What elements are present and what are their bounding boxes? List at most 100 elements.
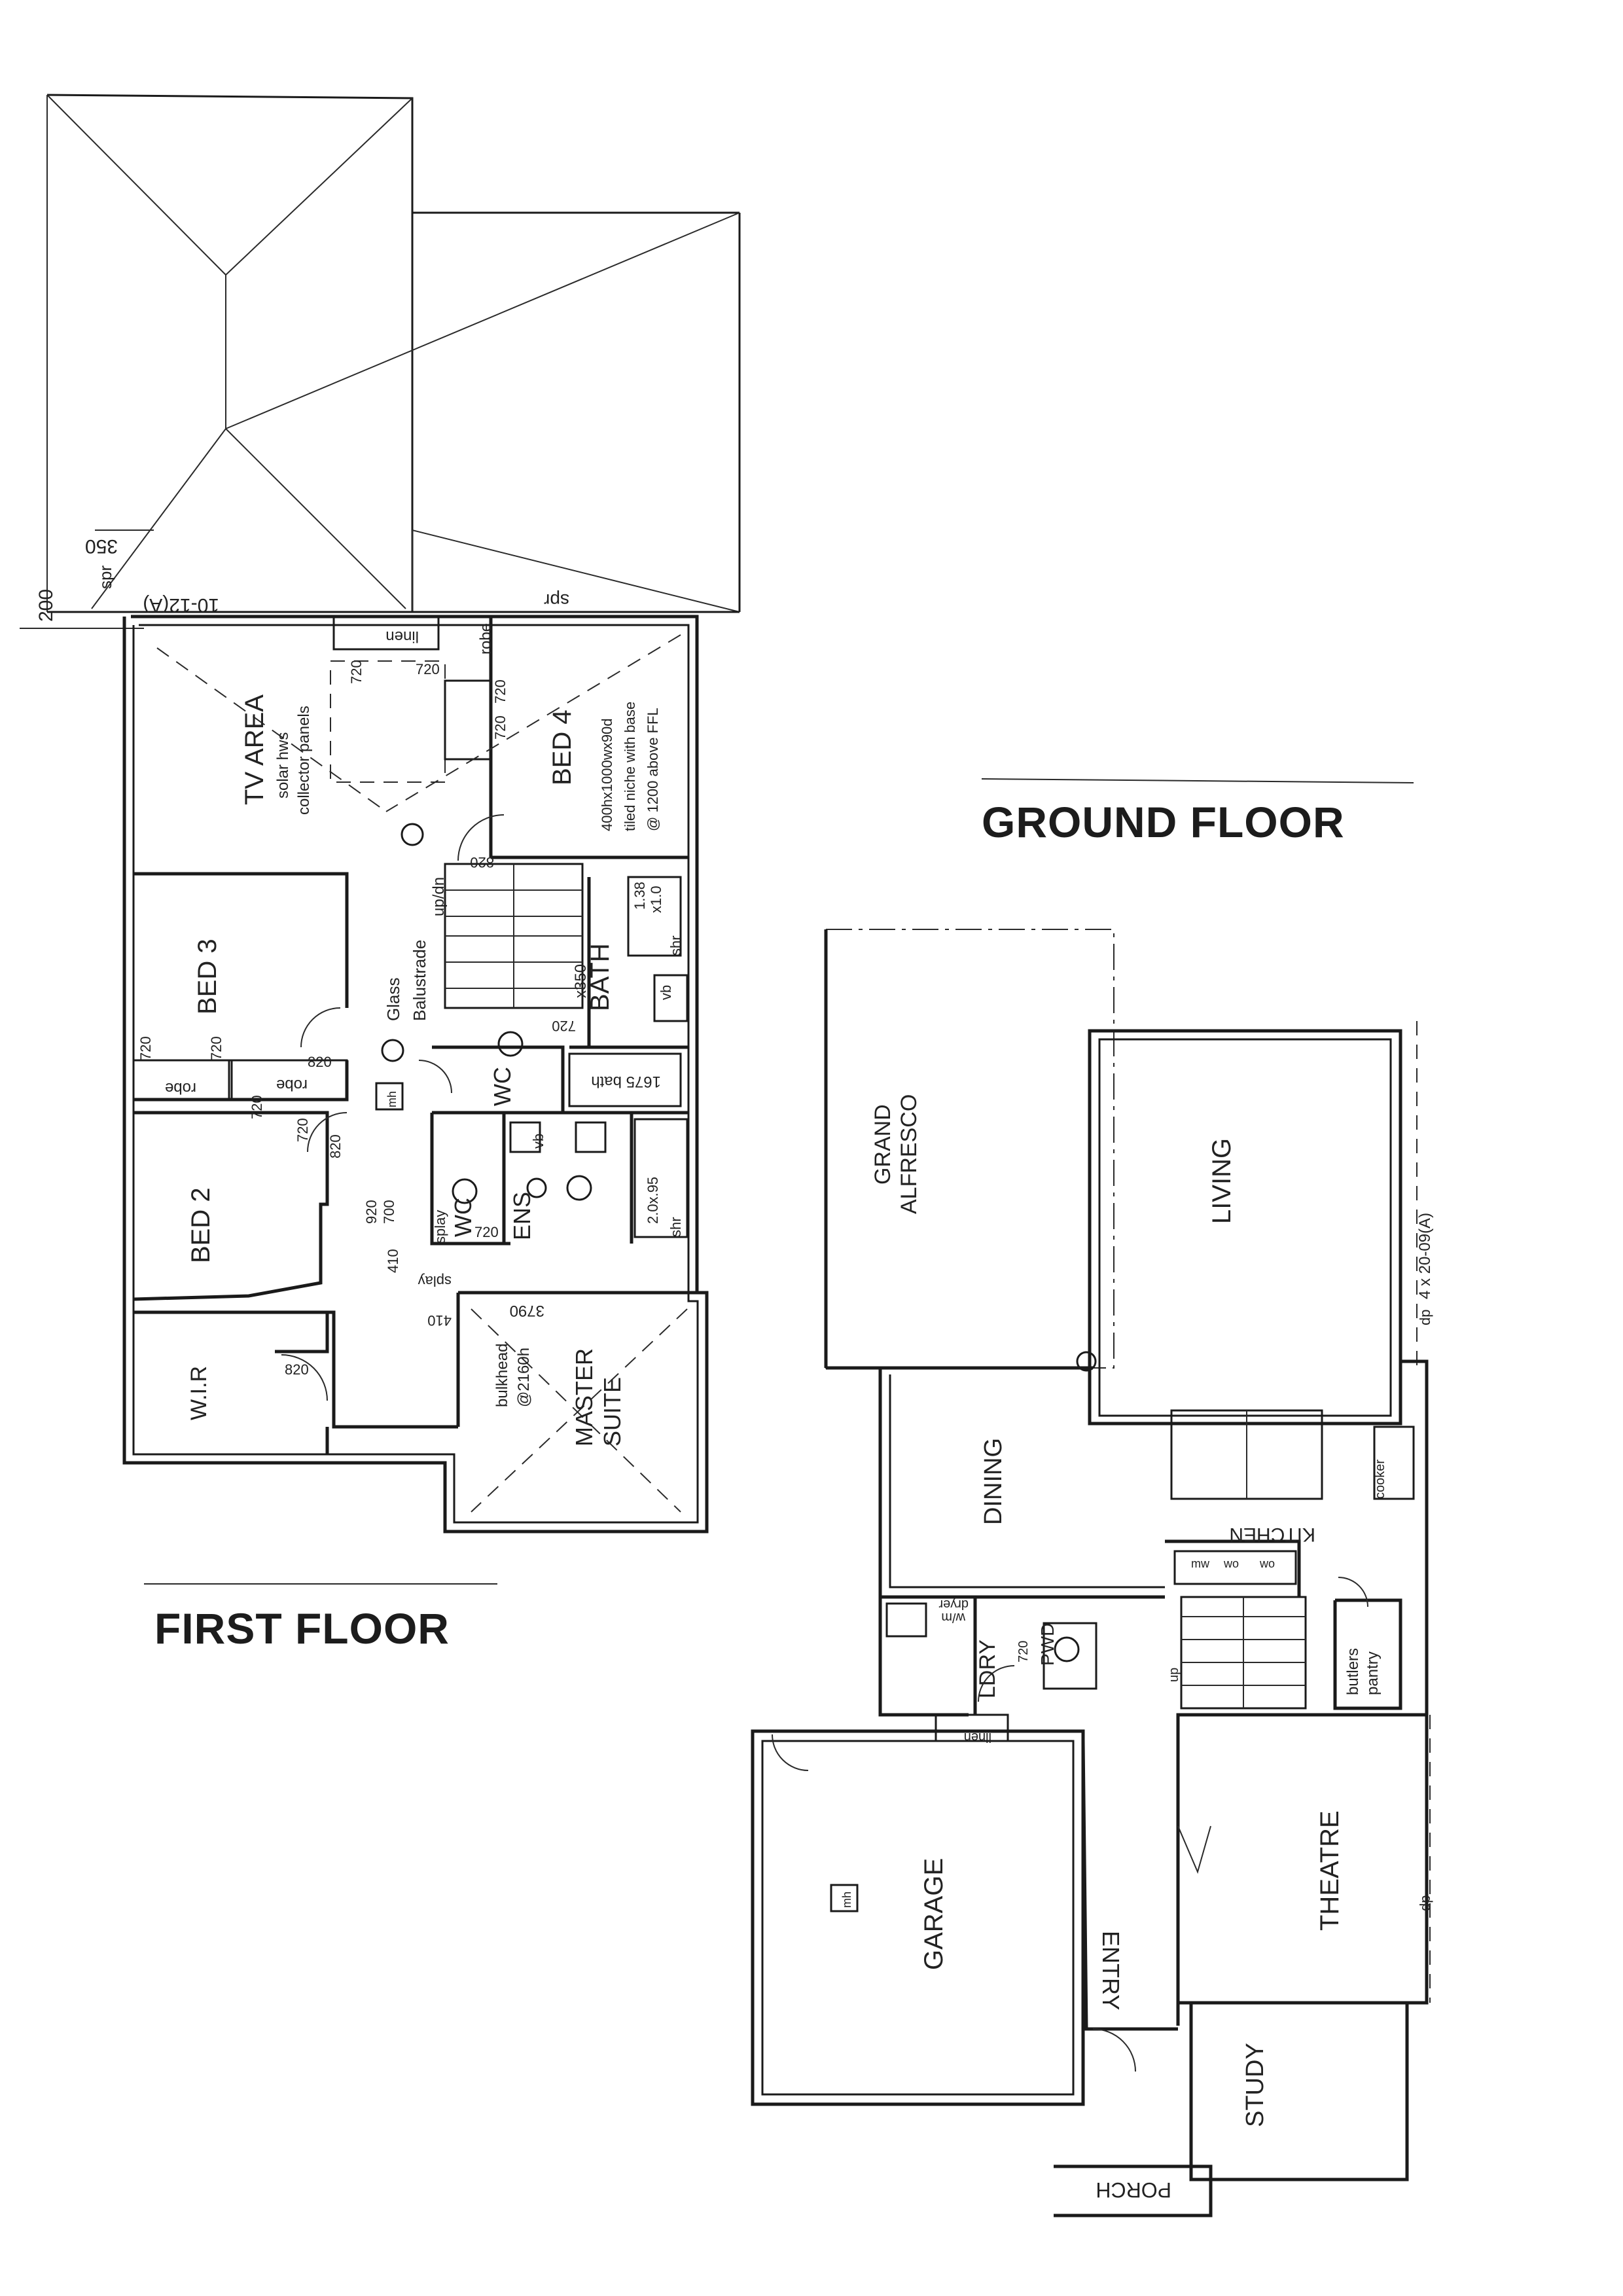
shower-bath (627, 876, 682, 957)
ceiling-diag-master-1 (471, 1308, 681, 1513)
label-kitchen: KITCHEN (1229, 1524, 1315, 1545)
living-wall (1088, 1029, 1402, 1426)
note-720-gf: 720 (1016, 1641, 1031, 1662)
roof-hip-4 (225, 428, 406, 609)
dim-350: 350 (85, 535, 118, 557)
label-theatre: THEATRE (1315, 1810, 1344, 1931)
label-tv-area: TV AREA (240, 694, 269, 805)
roof-hip-2 (225, 98, 413, 276)
ground-floor-underline (981, 778, 1414, 783)
wc-pan-2 (452, 1178, 478, 1204)
label-wc-1: WC (489, 1067, 516, 1106)
note-updn: up/dn (430, 877, 448, 916)
roof-hip-3 (225, 212, 740, 429)
alfresco-post (1076, 1351, 1097, 1372)
note-robe-bed3: robe (165, 1079, 196, 1097)
dining-wall (878, 1368, 1165, 1599)
note-wo-2: wo (1259, 1557, 1275, 1570)
note-solar-2: collector panels (295, 706, 313, 815)
label-bed3: BED 3 (193, 939, 222, 1014)
kitchen-right-wall (1400, 1359, 1429, 1715)
shower-ens (633, 1118, 688, 1238)
door-dim-15: 410 (427, 1312, 452, 1329)
door-dim-12: 920 (363, 1200, 380, 1224)
door-dim-17: 720 (474, 1224, 499, 1240)
first-floor-inner-wall (132, 624, 699, 1524)
laundry-tub (885, 1602, 927, 1638)
vanity-bath (653, 974, 688, 1022)
ceiling-diag-tv-2 (385, 634, 681, 812)
door-dim-9: 720 (249, 1095, 265, 1119)
robe-bed4 (444, 679, 492, 761)
note-splay-2: splay (418, 1273, 452, 1289)
door-swing-bed2 (307, 1112, 348, 1153)
door-dim-16: 720 (552, 1018, 576, 1034)
door-dim-6: 820 (308, 1054, 332, 1070)
label-porch: PORCH (1096, 2178, 1171, 2202)
note-cooker: cooker (1373, 1460, 1387, 1499)
door-swing-ldry (978, 1665, 1015, 1702)
pwd-room (1043, 1622, 1097, 1690)
wall-bed3 (134, 872, 349, 1008)
bathtub (568, 1052, 682, 1107)
door-dim-13: 700 (381, 1200, 397, 1224)
note-splay-1: splay (432, 1210, 448, 1244)
roof-hip-1 (46, 94, 226, 276)
note-solar-1: solar hws (274, 732, 292, 798)
living-inner-wall (1098, 1038, 1392, 1417)
note-robe-bed2: robe (276, 1076, 308, 1094)
robe-bed2 (228, 1059, 348, 1101)
note-bulkhead-2: @2160h (515, 1348, 533, 1407)
label-bed4: BED 4 (548, 709, 577, 785)
roof-ref: 10-12(A) (143, 594, 219, 616)
door-dim-10: 820 (327, 1134, 344, 1158)
note-linen-ff: linen (385, 628, 419, 645)
wall-ens-left (430, 1113, 510, 1246)
wall-bed2 (133, 1111, 329, 1301)
label-alfresco: ALFRESCO (897, 1094, 921, 1214)
door-dim-18: 820 (285, 1361, 309, 1378)
note-mw: mw (1191, 1557, 1210, 1570)
label-wc-2: WC (450, 1198, 476, 1237)
alfresco-outline (825, 929, 1115, 1369)
door-dim-2: 720 (416, 661, 440, 677)
roof-hip-5 (91, 428, 226, 609)
door-dim-1: 720 (348, 660, 365, 684)
door-swing-entry (1092, 2028, 1136, 2072)
downlight-1 (401, 823, 424, 846)
note-dp-2: dp (1417, 1895, 1433, 1911)
wall-wir-top (134, 1310, 329, 1354)
linen-cupboard-ff (332, 615, 440, 651)
note-linen-gf: linen (964, 1730, 991, 1744)
note-robe-bed4: robe (477, 623, 495, 655)
kitchen-bench-wall (1165, 1539, 1301, 1597)
note-up: up (1167, 1668, 1181, 1682)
spr-label-2: spr (544, 590, 569, 611)
note-vb-bath: vb (658, 985, 674, 1000)
note-butlers: butlers (1344, 1648, 1362, 1695)
note-glass-2: Balustrade (410, 940, 429, 1021)
label-pwd: PWD (1037, 1623, 1058, 1666)
door-dim-3: 820 (470, 854, 494, 870)
label-wir: W.I.R (187, 1366, 211, 1420)
label-garage: GARAGE (919, 1858, 948, 1970)
door-swing-bed3 (300, 1007, 341, 1048)
note-dp-1: dp (1417, 1310, 1433, 1325)
label-bath: BATH (586, 943, 615, 1011)
garage-inner-wall (761, 1740, 1075, 2096)
label-master-1: MASTER (571, 1348, 597, 1446)
door-swing-bed4 (457, 814, 505, 861)
ground-floor-heading: GROUND FLOOR (982, 798, 1345, 846)
wall-wir-master (301, 1310, 458, 1429)
wall-wc-bath (432, 1045, 565, 1113)
spr-label-1: spr (96, 565, 115, 589)
manhole-gf (830, 1884, 859, 1912)
door-dim-11: 720 (294, 1118, 311, 1142)
roof-outline-1 (46, 94, 414, 612)
butlers-pantry-wall (1333, 1598, 1402, 1710)
ground-floor-plan (751, 929, 1431, 2217)
note-niche-3: @ 1200 above FFL (645, 708, 661, 831)
note-bath-size: 1675 bath (591, 1073, 661, 1090)
label-grand: GRAND (870, 1104, 895, 1185)
